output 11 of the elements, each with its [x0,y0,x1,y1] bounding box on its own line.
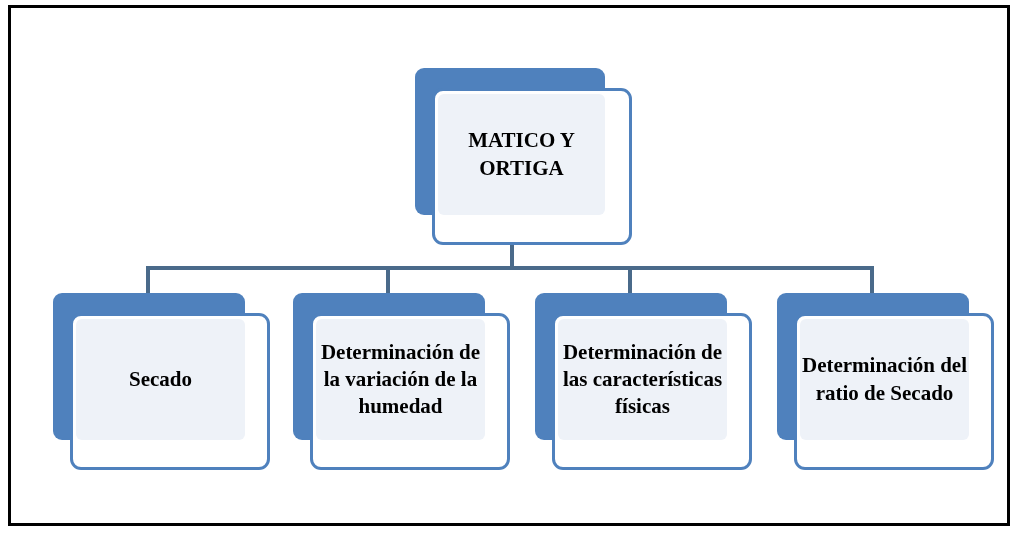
process-box [415,68,632,245]
node-label: Determinación de la variación de la humedad [319,338,482,421]
connector-line [510,245,874,293]
node-label: Determinación del ratio de Secado [800,352,968,407]
node-label: MATICO Y ORTIGA [467,127,576,182]
process-box [293,293,510,470]
process-box [53,293,270,470]
node-label: Secado [129,365,192,393]
node-label: Determinación de las características físicas [561,338,724,421]
process-box [535,293,752,470]
process-box [777,293,994,470]
